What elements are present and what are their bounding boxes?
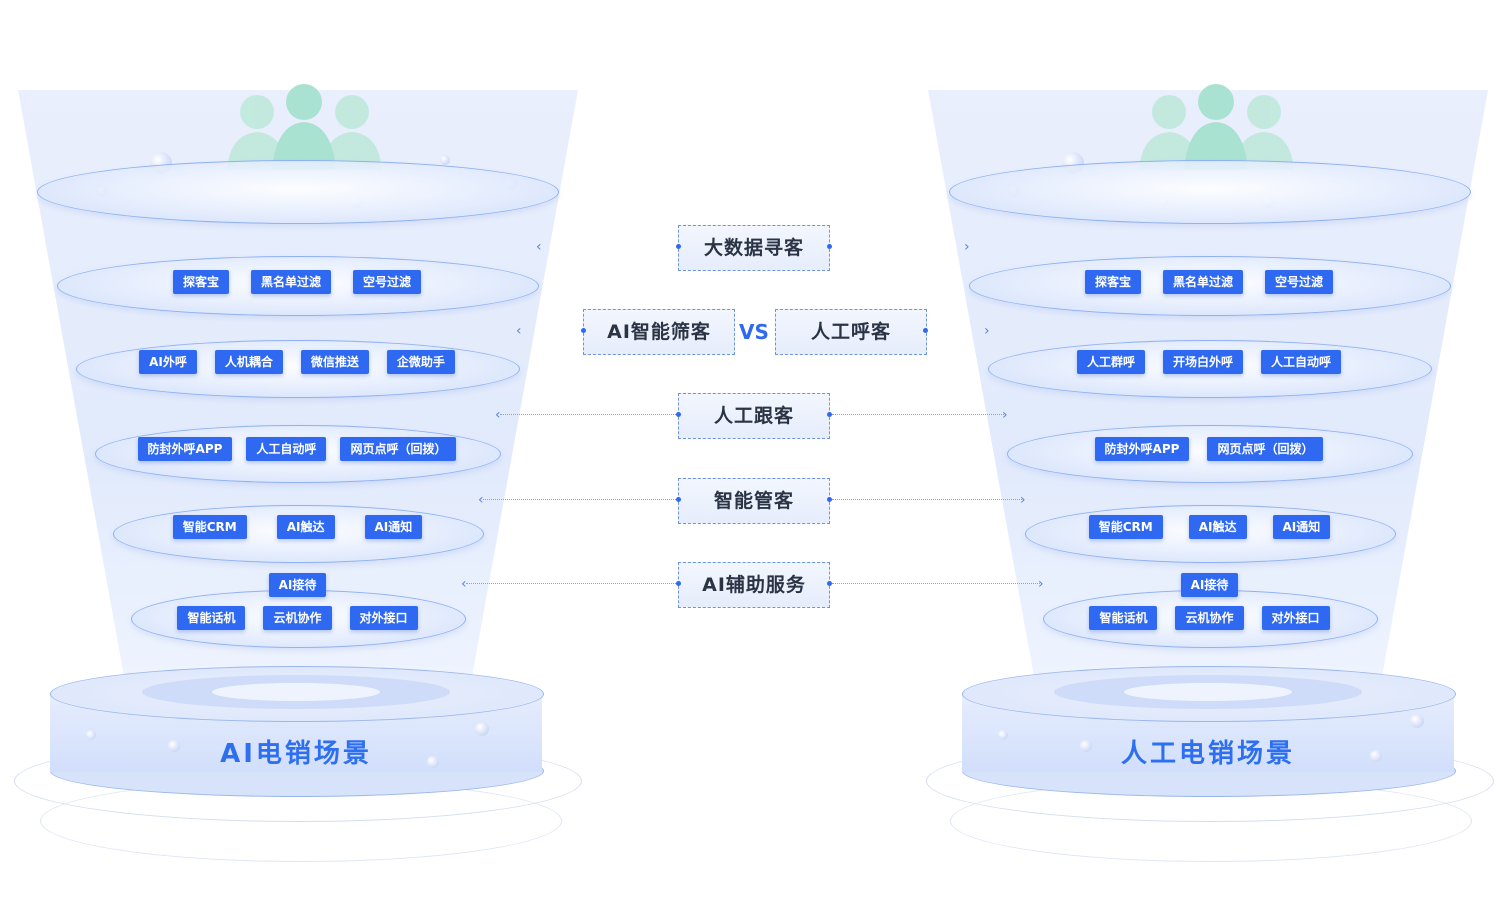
customers-icon [227, 84, 382, 170]
bubble [998, 730, 1008, 740]
platform-ring-inner [1124, 683, 1292, 701]
tag-row-4: 智能CRM AI触达 AI通知 [1025, 515, 1394, 539]
tag[interactable]: 人工自动呼 [246, 437, 327, 461]
tag[interactable]: 防封外呼APP [137, 437, 233, 461]
connector-line [483, 499, 676, 500]
platform-ring-inner [212, 683, 380, 701]
chevron-left-icon: ‹ [495, 407, 501, 423]
connector-line [466, 583, 676, 584]
stage-manual-followup: 人工跟客 [678, 393, 830, 439]
tag[interactable]: AI接待 [268, 573, 327, 597]
connector-dot [923, 328, 928, 333]
funnel-disc-top [37, 160, 559, 224]
chevron-left-icon: ‹ [478, 492, 484, 508]
bubble [1370, 750, 1382, 762]
vs-label: VS [739, 320, 769, 344]
stage-ai-assisted-service: AI辅助服务 [678, 562, 830, 608]
bubble [1410, 714, 1424, 728]
tag-row-1: 探客宝 黑名单过滤 空号过滤 [969, 270, 1449, 294]
tag-row-5: 智能话机 云机协作 对外接口 [1043, 606, 1376, 630]
funnel-title: AI电销场景 [220, 739, 372, 769]
bubble [86, 730, 96, 740]
connector-dot [676, 244, 681, 249]
tag[interactable]: AI触达 [276, 515, 335, 539]
tag-row-1: 探客宝 黑名单过滤 空号过滤 [57, 270, 537, 294]
bubble [440, 155, 450, 165]
stage-big-data-prospecting: 大数据寻客 [678, 225, 830, 271]
chevron-right-icon: › [984, 323, 990, 339]
tag[interactable]: 云机协作 [263, 606, 332, 630]
stage-manual-calling: 人工呼客 [775, 309, 927, 355]
tag[interactable]: 对外接口 [349, 606, 418, 630]
tag[interactable]: 开场白外呼 [1162, 350, 1243, 374]
bubble [1080, 740, 1092, 752]
connector-dot [827, 244, 832, 249]
tag-row-2: AI外呼 人机耦合 微信推送 企微助手 [76, 350, 518, 374]
tag[interactable]: AI触达 [1188, 515, 1247, 539]
bubble [168, 740, 180, 752]
tag[interactable]: 黑名单过滤 [1162, 270, 1243, 294]
bubble [475, 722, 489, 736]
chevron-left-icon: ‹ [461, 576, 467, 592]
tag[interactable]: 网页点呼（回拨） [340, 437, 457, 461]
tag[interactable]: 网页点呼（回拨） [1207, 437, 1324, 461]
tag-row-3: 防封外呼APP 网页点呼（回拨） [1007, 437, 1411, 461]
chevron-right-icon: › [1020, 492, 1026, 508]
chevron-left-icon: ‹ [516, 323, 522, 339]
tag[interactable]: 对外接口 [1261, 606, 1330, 630]
tag[interactable]: 人机耦合 [214, 350, 283, 374]
connector-dot [827, 497, 832, 502]
tag[interactable]: 空号过滤 [1265, 270, 1334, 294]
tag[interactable]: 智能话机 [1089, 606, 1158, 630]
tag-row-5-top: AI接待 [131, 573, 464, 597]
tag[interactable]: 智能CRM [172, 515, 247, 539]
tag[interactable]: 防封外呼APP [1094, 437, 1190, 461]
ai-telesales-funnel: 探客宝 黑名单过滤 空号过滤 AI外呼 人机耦合 微信推送 企微助手 防封外呼A… [0, 0, 600, 900]
connector-line [832, 583, 1040, 584]
tag[interactable]: 云机协作 [1175, 606, 1244, 630]
tag[interactable]: 探客宝 [172, 270, 229, 294]
tag[interactable]: 智能CRM [1088, 515, 1163, 539]
connector-line [832, 499, 1022, 500]
tag[interactable]: 企微助手 [386, 350, 455, 374]
tag-row-4: 智能CRM AI触达 AI通知 [113, 515, 482, 539]
tag[interactable]: 人工群呼 [1076, 350, 1145, 374]
tag[interactable]: 智能话机 [177, 606, 246, 630]
tag[interactable]: AI外呼 [139, 350, 197, 374]
chevron-right-icon: › [1002, 407, 1008, 423]
chevron-right-icon: › [964, 239, 970, 255]
tag[interactable]: AI通知 [1272, 515, 1331, 539]
tag[interactable]: 人工自动呼 [1261, 350, 1342, 374]
chevron-left-icon: ‹ [536, 239, 542, 255]
connector-dot [676, 412, 681, 417]
connector-dot [676, 497, 681, 502]
stage-ai-screening: AI智能筛客 [583, 309, 735, 355]
tag[interactable]: 微信推送 [300, 350, 369, 374]
tag[interactable]: AI通知 [364, 515, 423, 539]
funnel-title: 人工电销场景 [1120, 739, 1295, 769]
bubble [427, 756, 439, 768]
connector-line [500, 414, 676, 415]
connector-line [832, 414, 1004, 415]
tag-row-2: 人工群呼 开场白外呼 人工自动呼 [988, 350, 1430, 374]
tag[interactable]: AI接待 [1180, 573, 1239, 597]
tag[interactable]: 空号过滤 [353, 270, 422, 294]
connector-dot [827, 581, 832, 586]
tag-row-5: 智能话机 云机协作 对外接口 [131, 606, 464, 630]
tag[interactable]: 探客宝 [1084, 270, 1141, 294]
manual-telesales-funnel: 探客宝 黑名单过滤 空号过滤 人工群呼 开场白外呼 人工自动呼 防封外呼APP … [910, 0, 1508, 900]
connector-dot [827, 412, 832, 417]
funnel-disc-top [949, 160, 1471, 224]
connector-dot [676, 581, 681, 586]
tag-row-5-top: AI接待 [1043, 573, 1376, 597]
chevron-right-icon: › [1038, 576, 1044, 592]
customers-icon [1139, 84, 1294, 170]
tag[interactable]: 黑名单过滤 [250, 270, 331, 294]
tag-row-3: 防封外呼APP 人工自动呼 网页点呼（回拨） [95, 437, 499, 461]
stage-smart-management: 智能管客 [678, 478, 830, 524]
connector-dot [581, 328, 586, 333]
